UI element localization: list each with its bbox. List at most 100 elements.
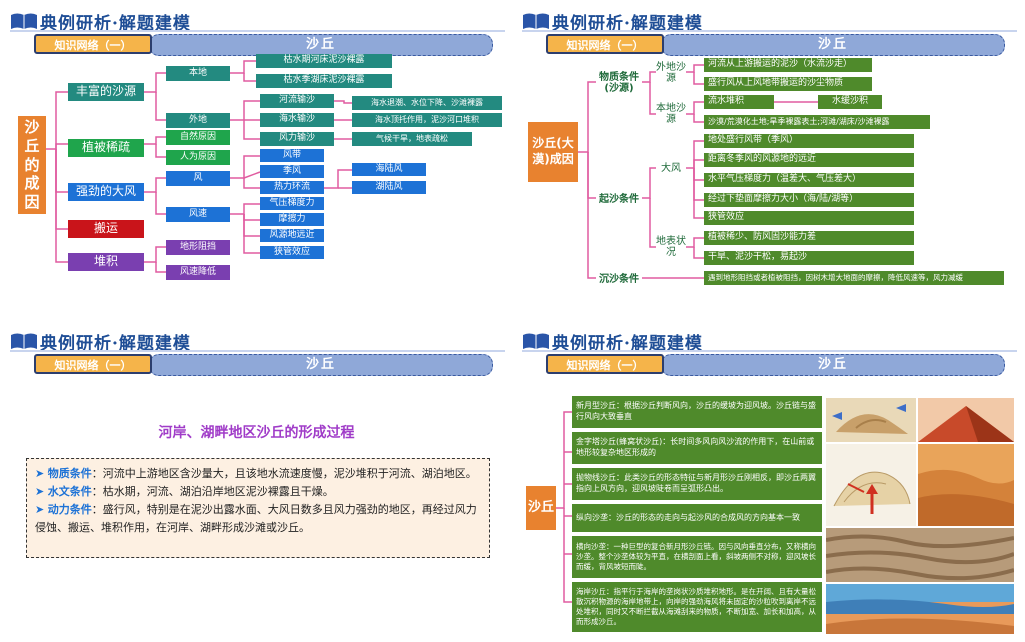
- root-dune-causes: 沙丘的成因: [18, 116, 46, 214]
- title-underline: [10, 30, 505, 32]
- node-arid-detail: 气候干旱，地表疏松: [352, 132, 472, 146]
- node-wind-sand: 风力输沙: [260, 132, 334, 146]
- book-icon: [11, 13, 37, 29]
- item-settling-condition: 遇到地形阻挡或者植被阻挡，因树木增大地面的摩擦，降低风速等，风力减缓: [704, 271, 1004, 285]
- coastal-dunes-photo: [826, 584, 1014, 634]
- item-dry-loose-sand: 干旱、泥沙干松，易起沙: [704, 251, 914, 265]
- section-badge: 知识网络（一）: [34, 354, 152, 374]
- topic-label: 沙丘: [817, 357, 848, 372]
- node-human-cause: 人为原因: [166, 150, 230, 165]
- node-speed-drop: 风速降低: [166, 265, 230, 280]
- label-strong-wind: 大风: [656, 161, 686, 175]
- root-desert-causes: 沙丘(大漠)成因: [528, 122, 578, 182]
- item-surface-friction: 经过下垫面摩擦力大小（海/陆/湖等）: [704, 193, 914, 207]
- page-title: 典例研析·解题建模: [552, 14, 703, 34]
- root-dunes: 沙丘: [526, 486, 556, 530]
- page-title: 典例研析·解题建模: [40, 14, 191, 34]
- type-pyramid: 金字塔沙丘(蜂窝状沙丘)：长时间多风向风沙流的作用下，在山前或地形较复杂地区形成…: [572, 432, 822, 464]
- node-estuary-detail: 海水顶托作用，泥沙河口堆积: [352, 113, 502, 127]
- condition-hydrology: ➤ 水文条件：枯水期，河流、湖泊沿岸地区泥沙裸露且干燥。: [35, 483, 481, 501]
- panel-riverbank-dune-process: 典例研析·解题建模 沙丘 知识网络（一） 河岸、湖畔地区沙丘的形成过程 ➤ 物质…: [4, 324, 509, 639]
- type-transverse: 横向沙垄：一种巨型的复合新月形沙丘链。因与风向垂直分布，又称横向沙垄。整个沙垄体…: [572, 536, 822, 578]
- arrow-icon: ➤: [35, 503, 48, 517]
- condition-text: ：枯水期，河流、湖泊沿岸地区泥沙裸露且干燥。: [91, 485, 334, 499]
- type-coastal: 海岸沙丘：指平行于海岸的垄岗状沙质堆积地形。是在开阔、且有大量松散沉积物源的海岸…: [572, 582, 822, 632]
- node-tide-detail: 海水退潮、水位下降、沙滩裸露: [352, 96, 502, 110]
- topic-bar: 沙丘: [661, 34, 1005, 56]
- topic-label: 沙丘: [817, 37, 848, 52]
- node-monsoon: 季风: [260, 165, 324, 178]
- item-river-carried-sand: 河流从上游搬运的泥沙（水流沙走）: [704, 58, 872, 72]
- arrow-icon: ➤: [35, 467, 48, 480]
- label-external-source: 外地沙源: [656, 60, 686, 86]
- pyramid-dune-photo: [918, 398, 1014, 442]
- node-lake-bed: 枯水季湖床泥沙裸露: [256, 74, 392, 88]
- connector-lines: [46, 60, 352, 273]
- connector-lines: [578, 64, 818, 279]
- label-surface-condition: 地表状况: [656, 234, 686, 260]
- connector-lines: [556, 411, 572, 603]
- node-wind-speed: 风速: [166, 207, 230, 222]
- condition-label: 水文条件: [47, 485, 92, 499]
- condition-material: ➤ 物质条件：河流中上游地区含沙量大，且该地水流速度慢，泥沙堆积于河流、湖泊地区…: [35, 465, 481, 483]
- book-icon: [523, 333, 549, 349]
- node-river-bed: 枯水期河床泥沙裸露: [256, 54, 392, 68]
- panel-dune-causes-mindmap: 典例研析·解题建模 沙丘 知识网络（一）: [4, 4, 509, 319]
- item-wind-carried-dust: 盛行风从上风地带搬运的沙尘物质: [704, 77, 872, 91]
- topic-bar: 沙丘: [661, 354, 1005, 376]
- page-title: 典例研析·解题建模: [552, 334, 703, 354]
- transverse-dunes-photo: [826, 528, 1014, 582]
- node-wind-belt: 风带: [260, 149, 324, 162]
- condition-label: 物质条件: [47, 467, 92, 480]
- node-sand-source: 丰富的沙源: [68, 83, 144, 101]
- title-underline: [522, 350, 1017, 352]
- page-title: 典例研析·解题建模: [40, 334, 191, 354]
- panel-desert-causes-mindmap: 典例研析·解题建模 沙丘 知识网络（一） 沙丘(大漠)成因: [516, 4, 1021, 319]
- node-strong-wind: 强劲的大风: [68, 183, 144, 201]
- node-natural-cause: 自然原因: [166, 130, 230, 145]
- barchan-diagram-image: [826, 398, 916, 442]
- node-external: 外地: [166, 113, 230, 128]
- label-local-source: 本地沙源: [656, 101, 686, 127]
- condition-dynamics: ➤ 动力条件：盛行风，特别是在泥沙出露水面、大风日数多且风力强劲的地区，再经过风…: [35, 501, 481, 537]
- type-parabolic: 抛物线沙丘：此类沙丘的形态特征与新月形沙丘刚相反，即沙丘两翼指向上风方向，迎风坡…: [572, 468, 822, 500]
- node-wind: 风: [166, 171, 230, 186]
- node-river-sand: 河流输沙: [260, 94, 334, 108]
- node-wind-source-distance: 风源地远近: [260, 229, 324, 242]
- topic-label: 沙丘: [305, 357, 336, 372]
- section-badge: 知识网络（一）: [546, 354, 664, 374]
- topic-label: 沙丘: [305, 37, 336, 52]
- item-prevailing-wind-belt: 地处盛行风带（季风）: [704, 134, 914, 148]
- topic-bar: 沙丘: [149, 354, 493, 376]
- node-lake-land-breeze: 湖陆风: [352, 181, 426, 194]
- arrow-icon: ➤: [35, 485, 48, 499]
- node-thermal-circulation: 热力环流: [260, 181, 324, 194]
- title-underline: [10, 350, 505, 352]
- book-icon: [523, 13, 549, 29]
- condition-text: ：河流中上游地区含沙量大，且该地水流速度慢，泥沙堆积于河流、湖泊地区。: [91, 467, 477, 480]
- node-sea-land-breeze: 海陆风: [352, 163, 426, 176]
- cat-raising: 起沙条件: [596, 192, 642, 206]
- node-sparse-vegetation: 植被稀疏: [68, 139, 144, 157]
- item-slow-water: 水缓沙积: [818, 95, 882, 109]
- title-underline: [522, 30, 1017, 32]
- item-pressure-gradient: 水平气压梯度力（温差大、气压差大）: [704, 173, 914, 187]
- section-badge: 知识网络（一）: [34, 34, 152, 54]
- type-barchan: 新月型沙丘：根据沙丘判断风向，沙丘的缓坡为迎风坡。沙丘链与盛行风向大致垂直: [572, 396, 822, 428]
- parabolic-diagram-image: [826, 444, 916, 526]
- desert-dunes-photo: [918, 444, 1014, 526]
- panel-dune-types: 典例研析·解题建模 沙丘 知识网络（一） 沙丘 新月型沙丘：根据沙丘判断风向，沙…: [516, 324, 1021, 639]
- item-fluvial-deposit: 流水堆积: [704, 95, 774, 109]
- node-transport: 搬运: [68, 220, 144, 238]
- node-terrain-block: 地形阻挡: [166, 240, 230, 255]
- item-sparse-vegetation: 植被稀少、防风固沙能力差: [704, 231, 914, 245]
- node-friction: 摩擦力: [260, 213, 324, 226]
- book-icon: [11, 333, 37, 349]
- process-box: ➤ 物质条件：河流中上游地区含沙量大，且该地水流速度慢，泥沙堆积于河流、湖泊地区…: [26, 458, 490, 558]
- condition-label: 动力条件: [47, 503, 92, 517]
- node-pressure-gradient: 气压梯度力: [260, 197, 324, 210]
- cat-settling: 沉沙条件: [596, 272, 642, 286]
- node-deposition: 堆积: [68, 253, 144, 271]
- condition-text: ：盛行风，特别是在泥沙出露水面、大风日数多且风力强劲的地区，再经过风力侵蚀、搬运…: [35, 503, 477, 535]
- item-winter-wind-source: 距离冬季风的风源地的远近: [704, 153, 914, 167]
